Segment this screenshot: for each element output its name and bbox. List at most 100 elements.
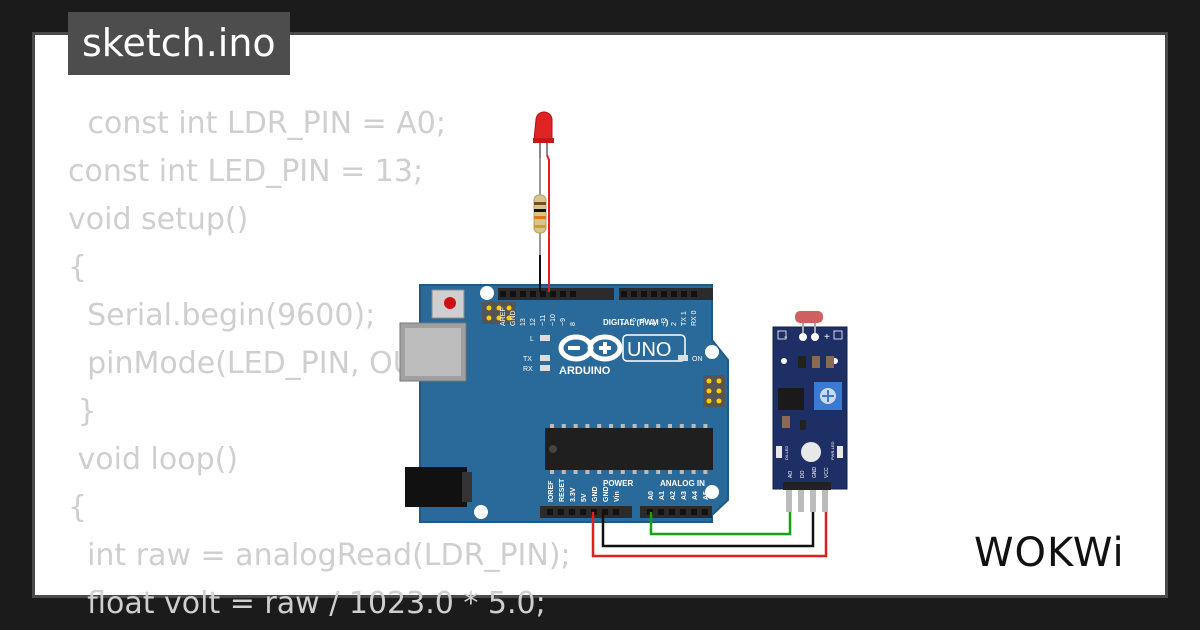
- pin-socket[interactable]: [691, 509, 697, 515]
- file-tab-title[interactable]: sketch.ino: [68, 12, 290, 75]
- pin-label: GND: [603, 486, 610, 502]
- wire-led-pin13[interactable]: [546, 154, 550, 292]
- chip-leg: [597, 470, 602, 474]
- pin-socket[interactable]: [560, 291, 566, 297]
- pin-socket[interactable]: [570, 291, 576, 297]
- pin-socket[interactable]: [580, 509, 586, 515]
- chip-leg: [573, 470, 578, 474]
- pin-socket[interactable]: [691, 291, 697, 297]
- mounting-hole: [705, 345, 719, 359]
- pin-label: IOREF: [548, 480, 555, 502]
- pin-label: A1: [659, 491, 666, 500]
- reset-button-cap[interactable]: [444, 297, 456, 309]
- arduino-logo-icon: [558, 334, 623, 362]
- pin-label: ~6: [631, 318, 638, 326]
- pin-socket[interactable]: [569, 509, 575, 515]
- pin-socket[interactable]: [550, 291, 556, 297]
- pin-socket[interactable]: [661, 291, 667, 297]
- red-led-component[interactable]: [533, 111, 554, 158]
- code-line: const int LED_PIN = 13;: [68, 154, 424, 189]
- pin-socket[interactable]: [658, 509, 664, 515]
- wokwi-logo: WOKWi: [974, 530, 1124, 576]
- pin-label: A4: [692, 491, 699, 500]
- l-led-label: L: [530, 336, 534, 343]
- digital-header-label: DIGITAL (PWM ~): [603, 318, 669, 327]
- power-header-label: POWER: [603, 479, 633, 488]
- pin-socket[interactable]: [520, 291, 526, 297]
- chip-leg: [609, 424, 613, 428]
- pin-socket[interactable]: [671, 291, 677, 297]
- arduino-brand-label: ARDUINO: [559, 365, 611, 377]
- comparator-chip: [778, 388, 804, 410]
- pin-label: ~5: [641, 318, 648, 326]
- pin-socket[interactable]: [680, 509, 686, 515]
- pin-label: A2: [670, 491, 677, 500]
- pin-label: ~10: [550, 314, 557, 326]
- code-line: {: [68, 490, 88, 525]
- chip-leg: [561, 470, 566, 474]
- pin-label: AREF: [500, 307, 507, 326]
- pin-socket[interactable]: [651, 291, 657, 297]
- wire-gnd-gnd[interactable]: [601, 512, 815, 548]
- code-line: void setup(): [68, 202, 249, 237]
- power-jack: [405, 467, 467, 507]
- pin-socket[interactable]: [631, 291, 637, 297]
- pin-label: 7: [621, 322, 628, 326]
- code-line: Serial.begin(9600);: [68, 298, 376, 333]
- pin-socket[interactable]: [641, 291, 647, 297]
- pin-socket[interactable]: [540, 291, 546, 297]
- resistor-component[interactable]: [533, 158, 547, 260]
- uno-model-label: UNO: [627, 339, 671, 361]
- code-line: int raw = analogRead(LDR_PIN);: [68, 538, 571, 573]
- pin-socket[interactable]: [669, 509, 675, 515]
- chip-leg: [656, 470, 661, 474]
- pin-label: 13: [520, 318, 527, 326]
- pin-socket[interactable]: [547, 509, 553, 515]
- wire-a0-ao[interactable]: [649, 512, 792, 536]
- l-led: [540, 335, 550, 341]
- top-pin-sockets: [500, 291, 697, 297]
- pin-label: 2: [671, 322, 678, 326]
- pin-socket[interactable]: [510, 291, 516, 297]
- sensor-led-label: D0-LED: [784, 446, 789, 460]
- pin-socket[interactable]: [613, 509, 619, 515]
- sensor-pin-label: VCC: [824, 467, 830, 478]
- chip-leg: [609, 470, 613, 474]
- pin-socket[interactable]: [530, 291, 536, 297]
- pin-label: RX 0: [691, 310, 698, 326]
- chip-leg: [668, 470, 672, 474]
- pin-socket[interactable]: [500, 291, 506, 297]
- icsp-header: [482, 302, 516, 324]
- chip-leg: [703, 424, 708, 428]
- code-line: const int LDR_PIN = A0;: [78, 106, 446, 141]
- chip-leg: [644, 470, 649, 474]
- chip-leg: [620, 470, 625, 474]
- chip-leg: [550, 424, 554, 428]
- pin-socket[interactable]: [621, 291, 627, 297]
- sensor-pin-header: [783, 482, 831, 512]
- pin-label: A0: [648, 491, 655, 500]
- chip-leg: [573, 424, 578, 428]
- mounting-hole: [474, 505, 488, 519]
- pin-socket[interactable]: [602, 509, 608, 515]
- sensor-pin-label: DO: [800, 470, 806, 478]
- pin-socket[interactable]: [702, 509, 708, 515]
- chip-leg: [620, 424, 625, 428]
- pin-socket[interactable]: [558, 509, 564, 515]
- on-led: [678, 355, 688, 361]
- code-line: float volt = raw / 1023.0 * 5.0;: [68, 586, 546, 621]
- chip-leg: [679, 424, 684, 428]
- pin-socket[interactable]: [681, 291, 687, 297]
- chip-leg: [691, 470, 696, 474]
- pin-label: A3: [681, 491, 688, 500]
- pin-label: 8: [570, 322, 577, 326]
- analog-header-label: ANALOG IN: [660, 479, 705, 488]
- chip-leg: [550, 470, 554, 474]
- pin-label: A5: [703, 491, 710, 500]
- wire-5v-vcc[interactable]: [591, 512, 828, 558]
- pin-label: Vin: [614, 491, 621, 502]
- pin-label: TX 1: [681, 311, 688, 326]
